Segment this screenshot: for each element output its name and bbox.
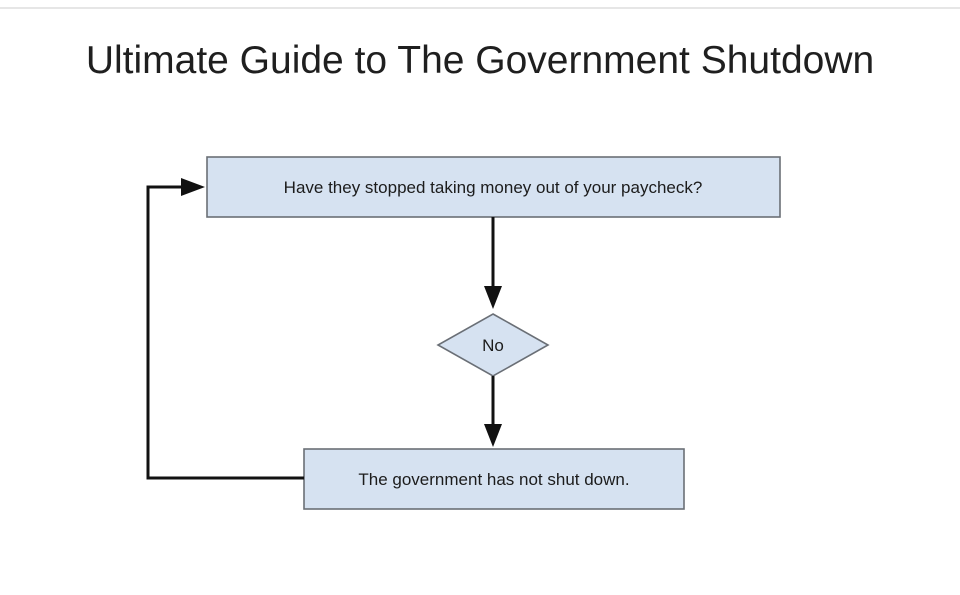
result-node: The government has not shut down.: [303, 448, 685, 510]
result-node-label: The government has not shut down.: [358, 470, 629, 489]
decision-node-label: No: [482, 336, 504, 355]
arrow-loop-back: [146, 178, 304, 480]
arrow-loop-back-head: [181, 178, 205, 196]
question-node-label: Have they stopped taking money out of yo…: [284, 178, 703, 197]
arrow-question-to-decision-head: [484, 286, 502, 309]
question-node: Have they stopped taking money out of yo…: [206, 156, 781, 218]
arrow-decision-to-result: [484, 376, 502, 447]
question-node-box: [206, 156, 781, 218]
arrow-decision-to-result-head: [484, 424, 502, 447]
top-divider: [0, 7, 960, 9]
result-node-box: [303, 448, 685, 510]
decision-node: No: [436, 313, 550, 377]
page-title: Ultimate Guide to The Government Shutdow…: [85, 39, 875, 82]
arrow-loop-back-line: [146, 185, 304, 480]
arrow-question-to-decision: [484, 217, 502, 309]
